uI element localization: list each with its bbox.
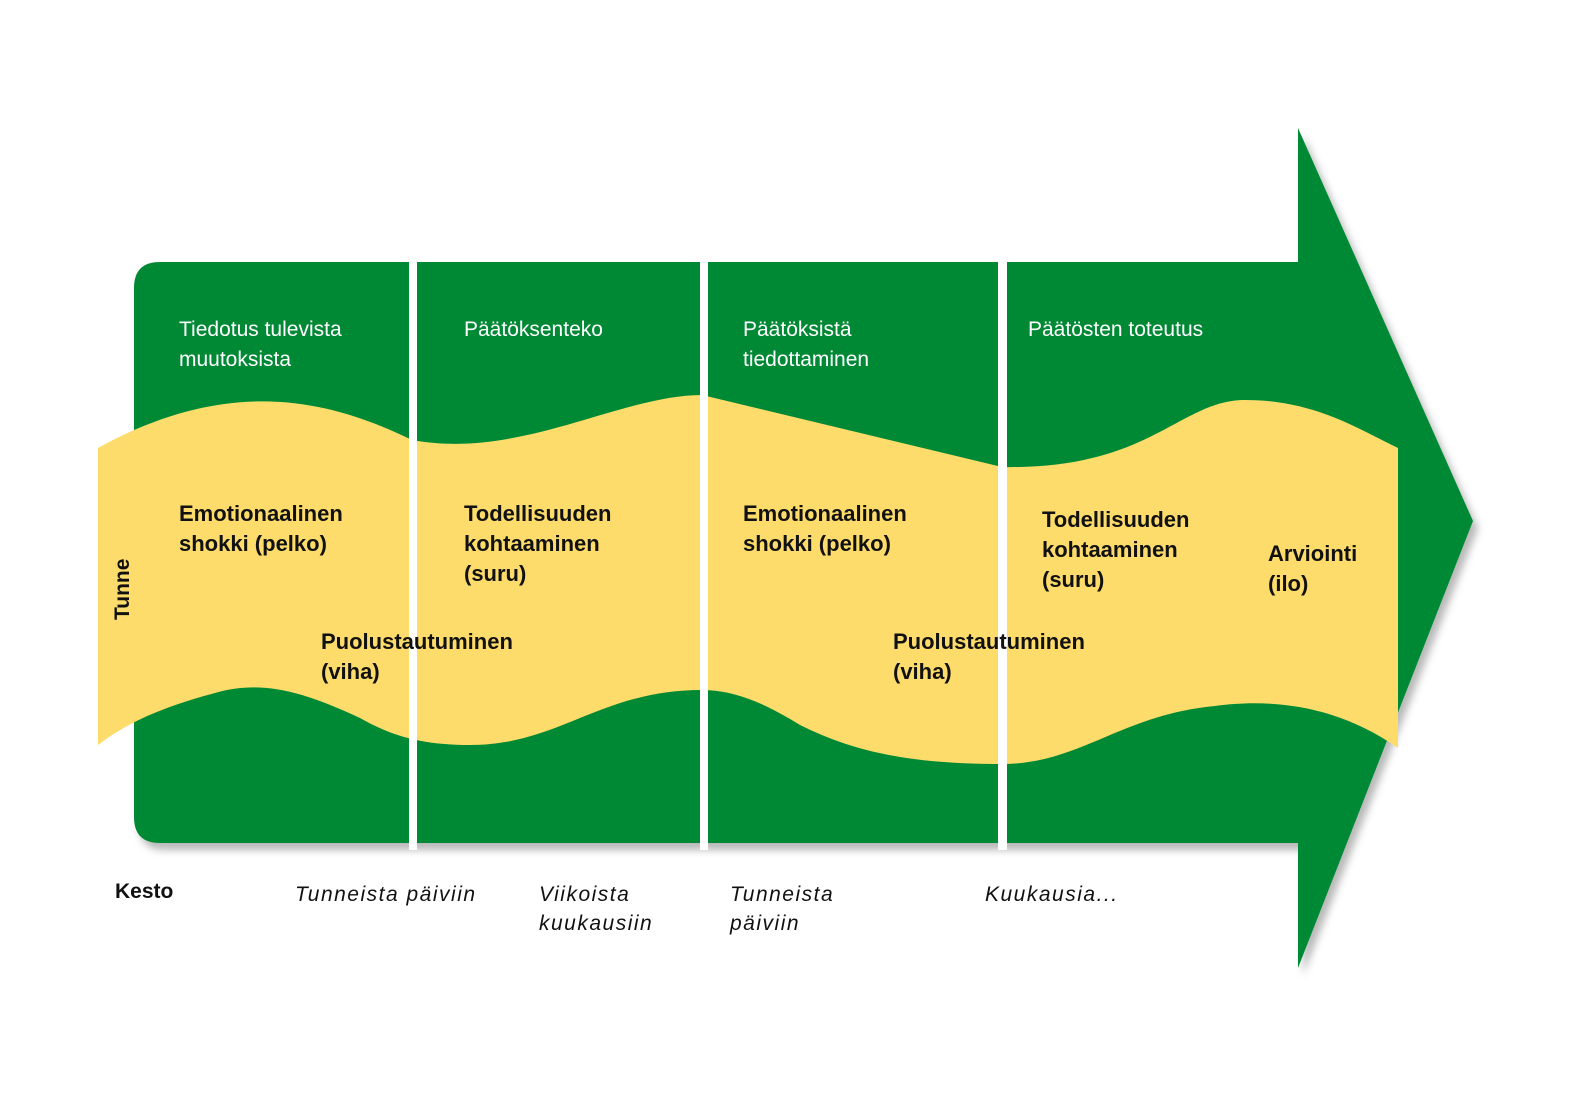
emotion-shock-1: Emotionaalinen shokki (pelko)	[179, 501, 343, 556]
phase-divider	[409, 256, 417, 850]
emotion-axis-label: Tunne	[111, 558, 134, 620]
emotion-defense-2: Puolustautuminen (viha)	[893, 629, 1085, 684]
emotion-shock-2: Emotionaalinen shokki (pelko)	[743, 501, 907, 556]
phase-label-1: Tiedotus tulevista muutoksista	[179, 318, 342, 371]
emotion-reality-1: Todellisuuden kohtaaminen (suru)	[464, 501, 612, 586]
duration-label-3: Tunneista päiviin	[730, 883, 835, 935]
phase-divider	[700, 256, 708, 850]
emotion-defense-1: Puolustautuminen (viha)	[321, 629, 513, 684]
duration-label-2: Viikoista kuukausiin	[539, 883, 654, 935]
emotion-evaluation: Arviointi (ilo)	[1268, 541, 1358, 596]
phase-label-3: Päätöksistä tiedottaminen	[743, 318, 870, 371]
emotion-band	[98, 395, 1398, 764]
duration-label-1: Tunneista päiviin	[295, 883, 477, 906]
phase-label-2: Päätöksenteko	[464, 318, 603, 341]
duration-label-4: Kuukausia...	[985, 883, 1119, 906]
emotion-reality-2: Todellisuuden kohtaaminen (suru)	[1042, 507, 1190, 592]
duration-axis-label: Kesto	[115, 880, 174, 903]
phase-divider	[998, 256, 1007, 850]
phase-label-4: Päätösten toteutus	[1028, 318, 1204, 341]
